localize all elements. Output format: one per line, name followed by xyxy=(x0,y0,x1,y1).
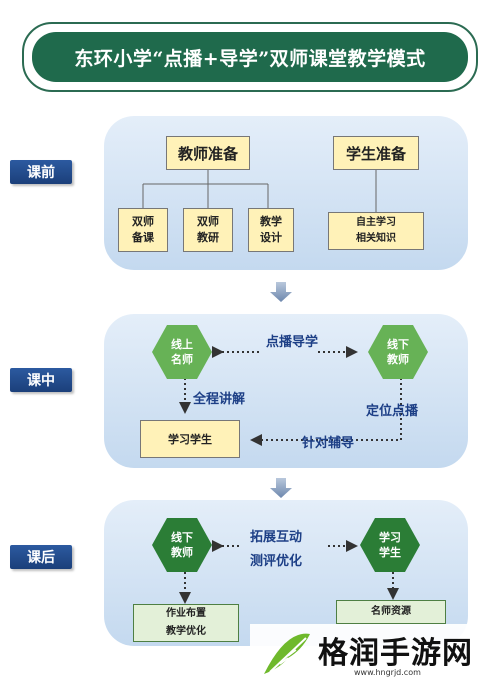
homework-box: 作业布置 教学优化 xyxy=(133,604,239,642)
stage-down-arrow-2 xyxy=(270,478,292,498)
offline-teacher-hex: 线下 教师 xyxy=(368,325,428,379)
watermark-url: www.hngrjd.com xyxy=(354,668,421,677)
stage-tag-post: 课后 xyxy=(10,545,72,569)
watermark: 格润手游网 www.hngrjd.com xyxy=(250,624,500,686)
watermark-name: 格润手游网 xyxy=(318,636,473,671)
online-teacher-hex: 线上 名师 xyxy=(152,325,212,379)
student-learning-box: 学习学生 xyxy=(140,420,240,458)
watermark-logo-icon xyxy=(264,633,310,674)
full-lecture-label: 全程讲解 xyxy=(193,392,246,407)
dual-teacher-prep-box: 双师 备课 xyxy=(118,208,168,252)
teacher-prep-box: 教师准备 xyxy=(166,136,250,170)
dual-teacher-research-box: 双师 教研 xyxy=(183,208,233,252)
post-offline-teacher-hex: 线下 教师 xyxy=(152,518,212,572)
page-title: 东环小学“点播+导学”双师课堂教学模式 xyxy=(32,32,468,82)
pre-tree-lines xyxy=(142,170,377,212)
student-prep-box: 学生准备 xyxy=(333,136,419,170)
extended-interaction-label: 拓展互动 xyxy=(250,530,303,545)
stage-tag-in: 课中 xyxy=(10,368,72,392)
positioning-label: 定位点播 xyxy=(366,404,419,419)
stage-down-arrow-1 xyxy=(270,282,292,302)
teaching-design-box: 教学 设计 xyxy=(248,208,294,252)
self-study-box: 自主学习 相关知识 xyxy=(328,212,424,250)
resource-box: 名师资源 xyxy=(336,600,446,624)
evaluation-optimization-label: 测评优化 xyxy=(250,554,303,569)
point-guide-label: 点播导学 xyxy=(266,335,319,350)
arrow-targeted-tutoring xyxy=(250,378,402,446)
title-banner: 东环小学“点播+导学”双师课堂教学模式 xyxy=(22,22,478,92)
targeted-tutoring-label: 针对辅导 xyxy=(302,436,355,451)
stage-tag-pre: 课前 xyxy=(10,160,72,184)
post-student-hex: 学习 学生 xyxy=(360,518,420,572)
